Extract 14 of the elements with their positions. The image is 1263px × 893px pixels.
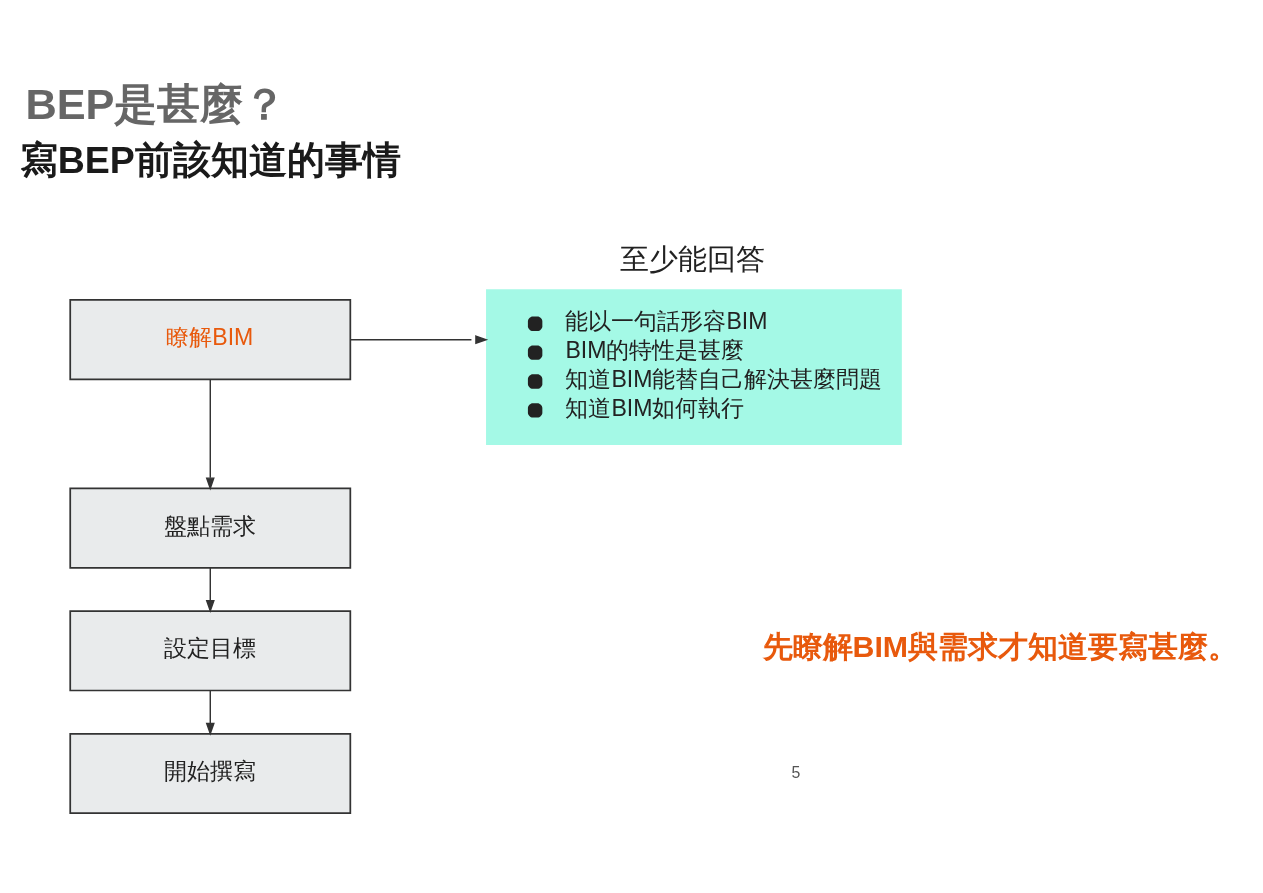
node-box: 瞭解BIM	[69, 299, 352, 381]
label: 先瞭解BIM與需求才知道要寫甚麼。	[762, 630, 1239, 664]
node-label: 至少能回答	[620, 242, 766, 275]
arrow	[205, 690, 215, 736]
diagram-title: BEP是甚麼？	[25, 79, 287, 128]
node-box: 盤點需求	[69, 487, 352, 569]
node-box: 開始撰寫	[69, 732, 352, 815]
arrow	[205, 567, 215, 614]
node-box: 設定目標	[69, 610, 352, 692]
label: 寫BEP前該知道的事情	[19, 138, 401, 181]
node-box: 能以一句話形容BIM BIM的特性是甚麼 知道BIM能替自己解決甚麼問題 知道BIM如何執行	[486, 289, 902, 446]
arrow	[349, 335, 489, 345]
arrow	[205, 378, 215, 491]
label: 5	[791, 763, 801, 781]
